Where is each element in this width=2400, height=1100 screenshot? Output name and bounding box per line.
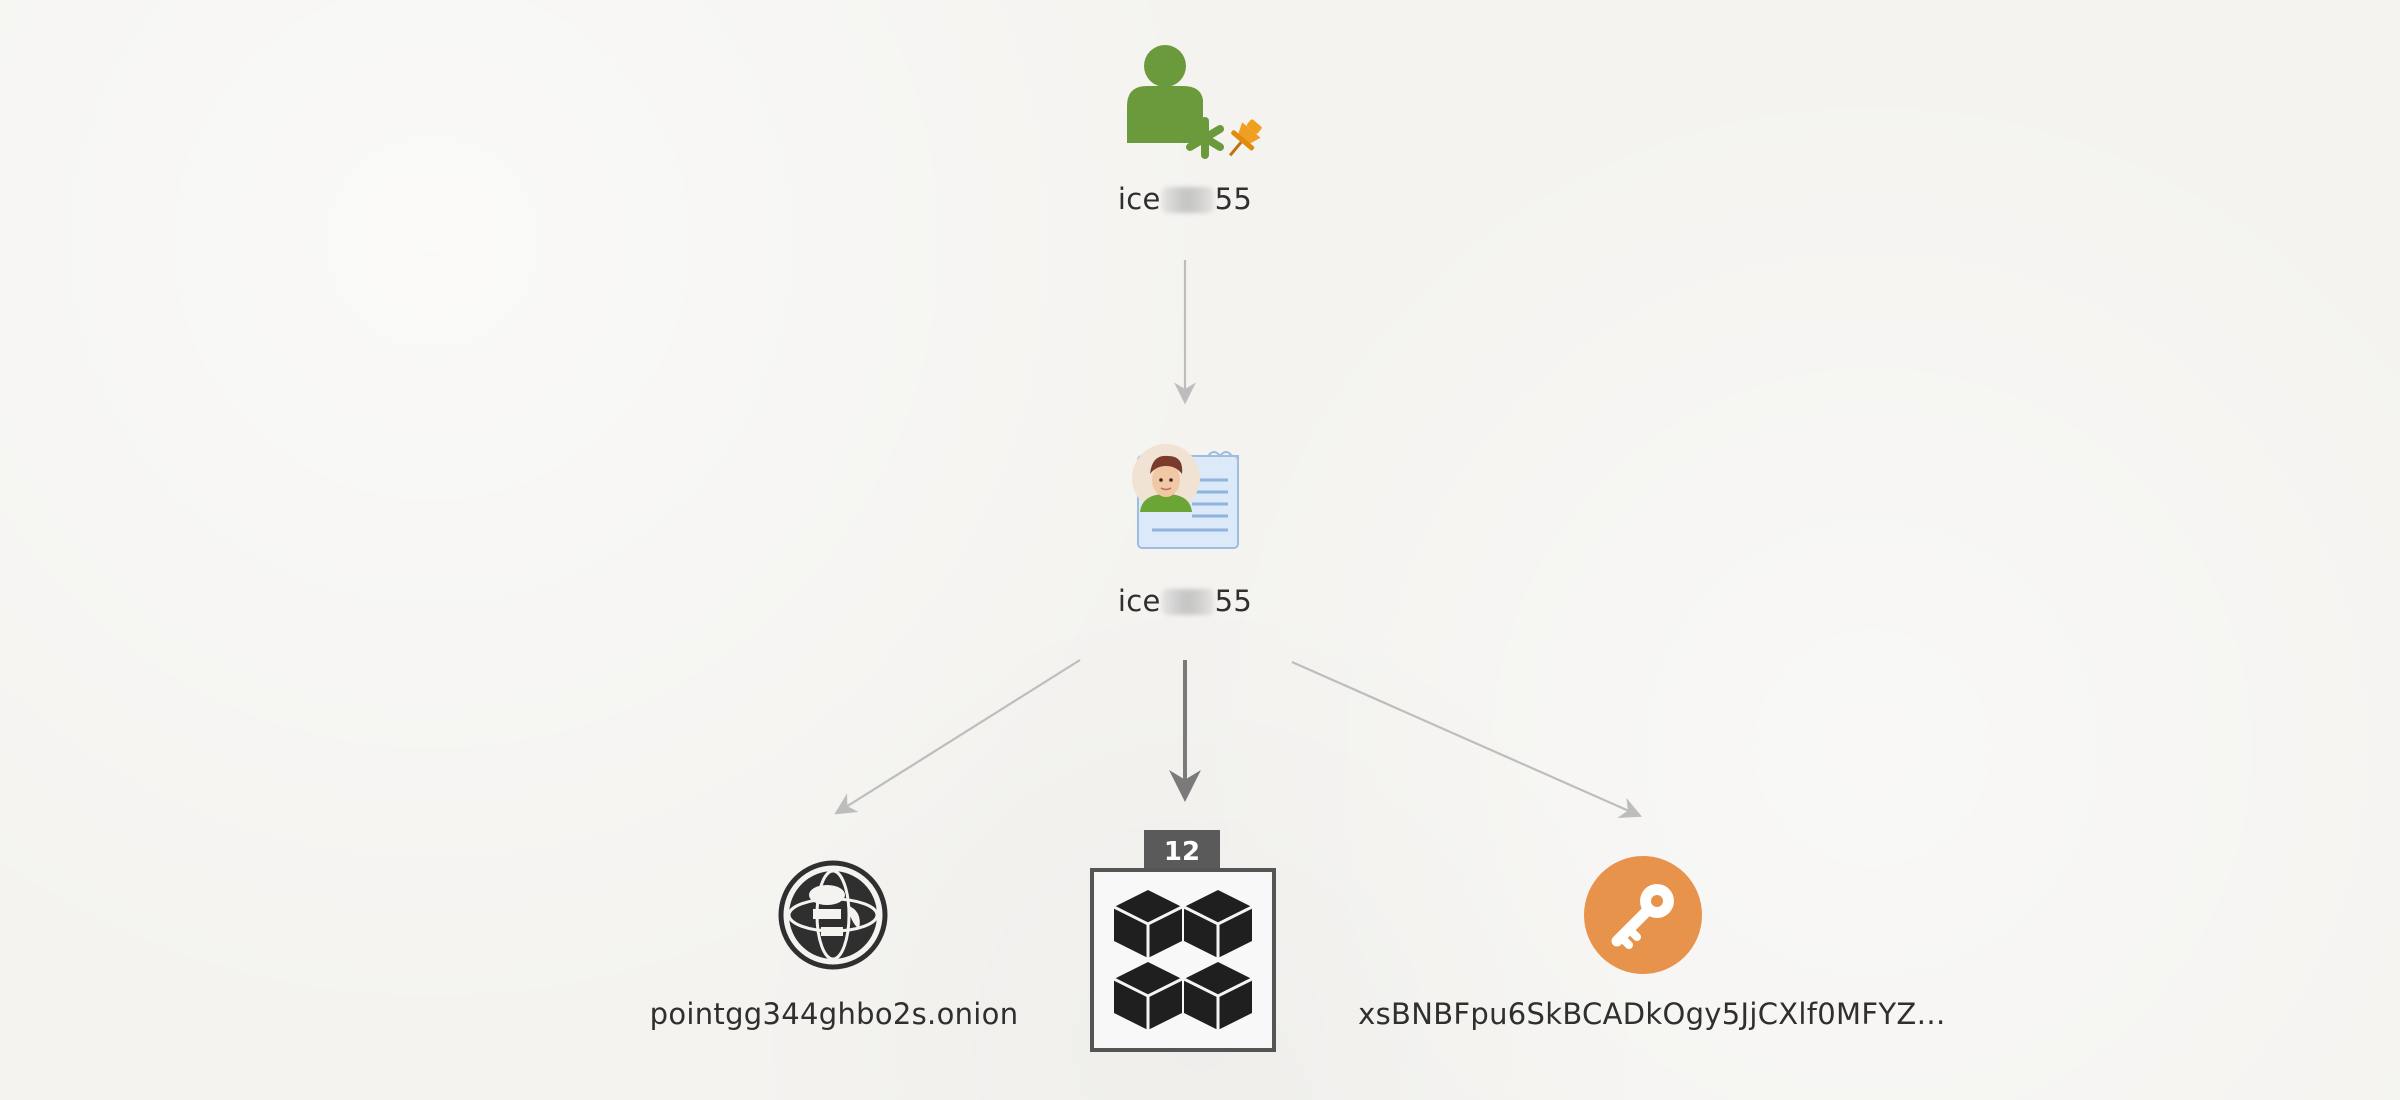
- avatar: [1132, 444, 1200, 512]
- redacted-mask: [1161, 589, 1214, 615]
- key-label[interactable]: xsBNBFpu6SkBCADkOgy5JjCXlf0MFYZ…: [1358, 997, 1946, 1031]
- cubes-group-icon[interactable]: 12: [1090, 830, 1276, 1052]
- cube-icon: [1113, 962, 1183, 1030]
- cube-icon: [1183, 962, 1253, 1030]
- identity-label-prefix: ice: [1117, 584, 1161, 618]
- user-pinned-icon[interactable]: [1127, 45, 1268, 164]
- redacted-mask: [1161, 187, 1214, 213]
- key-icon[interactable]: [1584, 856, 1702, 974]
- user-account-label[interactable]: ice 55: [1118, 182, 1252, 216]
- cube-icon: [1113, 890, 1183, 958]
- count-badge: [1144, 830, 1220, 870]
- edge-identity-to-key[interactable]: [1291, 660, 1643, 818]
- count-badge-text: 12: [1164, 837, 1200, 867]
- user-account-label-prefix: ice: [1117, 182, 1161, 216]
- onion-globe-icon[interactable]: [778, 860, 888, 970]
- asterisk-icon: [1186, 117, 1224, 159]
- identity-label-suffix: 55: [1214, 584, 1253, 618]
- pin-icon: [1228, 119, 1262, 157]
- user-account-label-suffix: 55: [1214, 182, 1253, 216]
- identity-label[interactable]: ice 55: [1118, 584, 1252, 618]
- cube-icon: [1183, 890, 1253, 958]
- edge-identity-to-onion[interactable]: [834, 659, 1081, 815]
- onion-site-label[interactable]: pointgg344ghbo2s.onion: [649, 997, 1019, 1031]
- identity-card-icon[interactable]: [1132, 444, 1239, 549]
